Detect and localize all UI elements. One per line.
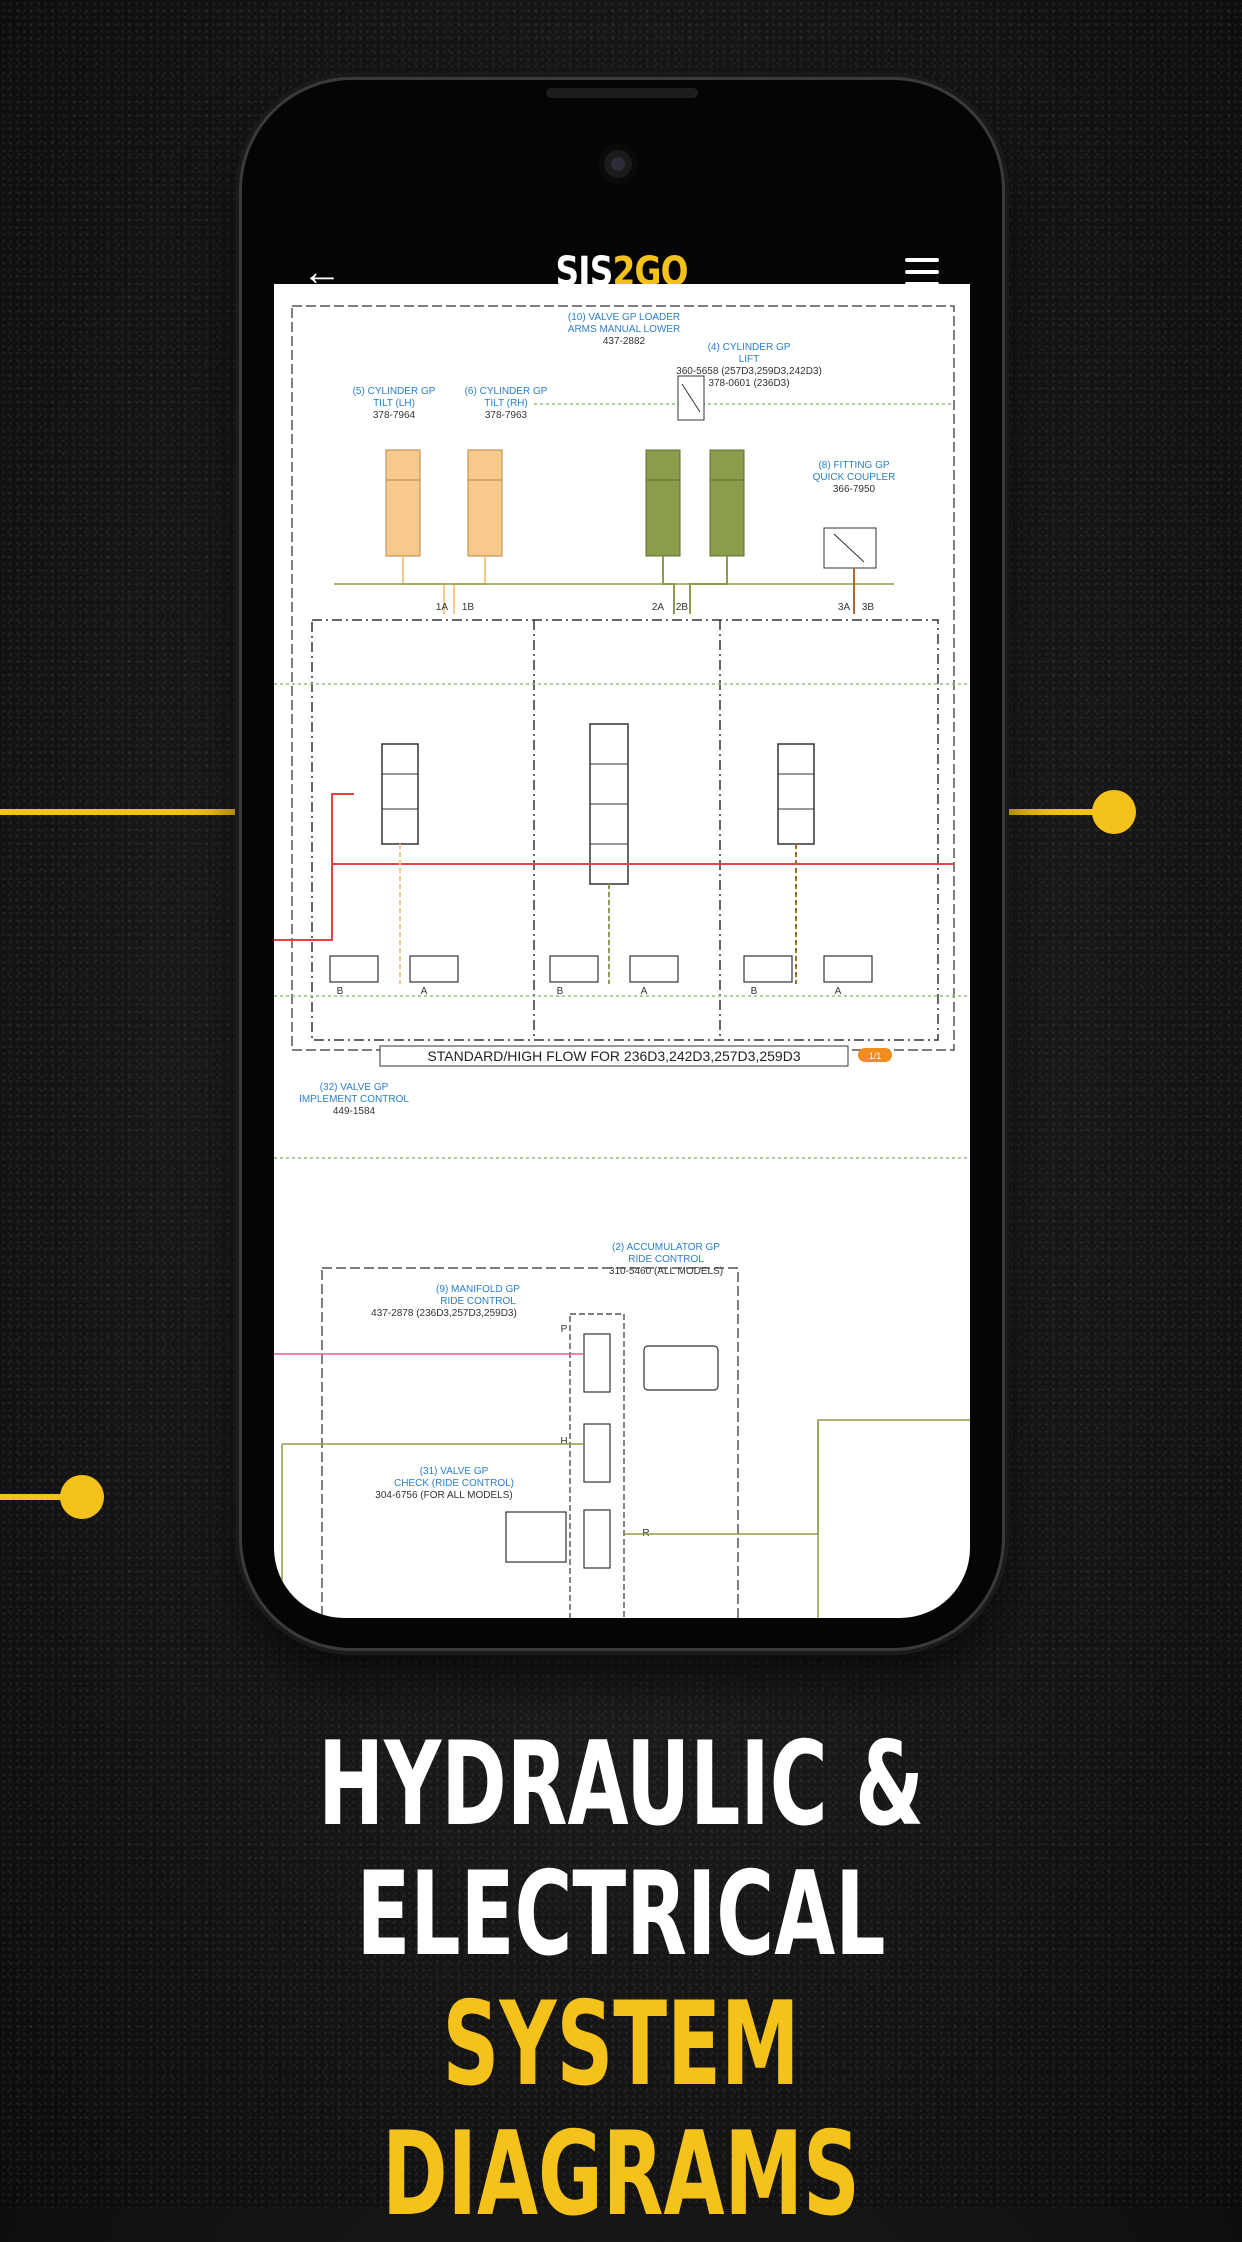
label-sol-b1: B <box>337 986 344 997</box>
diagram-banner: STANDARD/HIGH FLOW FOR 236D3,242D3,257D3… <box>427 1048 800 1064</box>
label-cyl-lift-2: LIFT <box>739 354 760 365</box>
label-check-1: (31) VALVE GP <box>420 1466 489 1477</box>
label-check-2: CHECK (RIDE CONTROL) <box>394 1478 514 1489</box>
label-accum-1: (2) ACCUMULATOR GP <box>612 1242 720 1253</box>
headline-line-3: SYSTEM DIAGRAMS <box>382 1977 860 2242</box>
label-cyl-tilt-rh-2: TILT (RH) <box>484 398 528 409</box>
label-fitting-3: 366-7950 <box>833 484 876 495</box>
label-cyl-lift-1: (4) CYLINDER GP <box>708 342 791 353</box>
label-fitting-1: (8) FITTING GP <box>818 460 889 471</box>
headline-line-2: ELECTRICAL <box>356 1847 886 1982</box>
diagram-viewer[interactable]: STANDARD/HIGH FLOW FOR 236D3,242D3,257D3… <box>274 284 970 1618</box>
label-manifold-3: 437-2878 (236D3,257D3,259D3) <box>371 1308 517 1319</box>
connector-dot-left <box>60 1475 104 1519</box>
label-port-1b: 1B <box>462 602 475 613</box>
label-port-h: H <box>560 1436 567 1447</box>
label-cyl-tilt-rh-3: 378-7963 <box>485 410 528 421</box>
label-sol-a1: A <box>421 986 428 997</box>
label-port-3b: 3B <box>862 602 875 613</box>
label-cyl-tilt-lh-3: 378-7964 <box>373 410 416 421</box>
label-cyl-tilt-lh-2: TILT (LH) <box>373 398 415 409</box>
headline-line-1: HYDRAULIC & <box>318 1717 924 1852</box>
label-valve-loader-1: (10) VALVE GP LOADER <box>568 312 680 323</box>
label-valve-loader-3: 437-2882 <box>603 336 646 347</box>
hydraulic-schematic: STANDARD/HIGH FLOW FOR 236D3,242D3,257D3… <box>274 305 970 1618</box>
label-cyl-tilt-lh-1: (5) CYLINDER GP <box>353 386 436 397</box>
label-impl-valve-3: 449-1584 <box>333 1106 376 1117</box>
label-port-p: P <box>561 1324 568 1335</box>
diagram-badge: 1/1 <box>869 1051 882 1061</box>
label-impl-valve-2: IMPLEMENT CONTROL <box>299 1094 409 1105</box>
label-fitting-2: QUICK COUPLER <box>813 472 896 483</box>
phone-frame: ← SIS2GO <box>242 80 1002 1648</box>
label-valve-loader-2: ARMS MANUAL LOWER <box>568 324 680 335</box>
label-sol-b3: B <box>751 986 758 997</box>
label-accum-2: RIDE CONTROL <box>628 1254 704 1265</box>
label-cyl-lift-4: 378-0601 (236D3) <box>708 378 789 389</box>
connector-line-left-top <box>0 809 242 815</box>
label-impl-valve-1: (32) VALVE GP <box>320 1082 389 1093</box>
label-sol-a3: A <box>835 986 842 997</box>
label-accum-3: 310-5460 (ALL MODELS) <box>609 1266 723 1277</box>
connector-dot-right <box>1092 790 1136 834</box>
label-port-2b: 2B <box>676 602 689 613</box>
label-port-2a: 2A <box>652 602 665 613</box>
label-manifold-1: (9) MANIFOLD GP <box>436 1284 520 1295</box>
label-cyl-lift-3: 360-5658 (257D3,259D3,242D3) <box>676 366 822 377</box>
label-port-3a: 3A <box>838 602 851 613</box>
phone-speaker <box>546 88 698 98</box>
label-manifold-2: RIDE CONTROL <box>440 1296 516 1307</box>
label-sol-a2: A <box>641 986 648 997</box>
connector-line-right <box>1002 809 1114 815</box>
connector-line-left-bottom <box>0 1494 70 1500</box>
label-sol-b2: B <box>557 986 564 997</box>
camera-icon <box>598 144 638 184</box>
label-cyl-tilt-rh-1: (6) CYLINDER GP <box>465 386 548 397</box>
label-check-3: 304-6756 (FOR ALL MODELS) <box>375 1490 512 1501</box>
label-port-1a: 1A <box>436 602 449 613</box>
